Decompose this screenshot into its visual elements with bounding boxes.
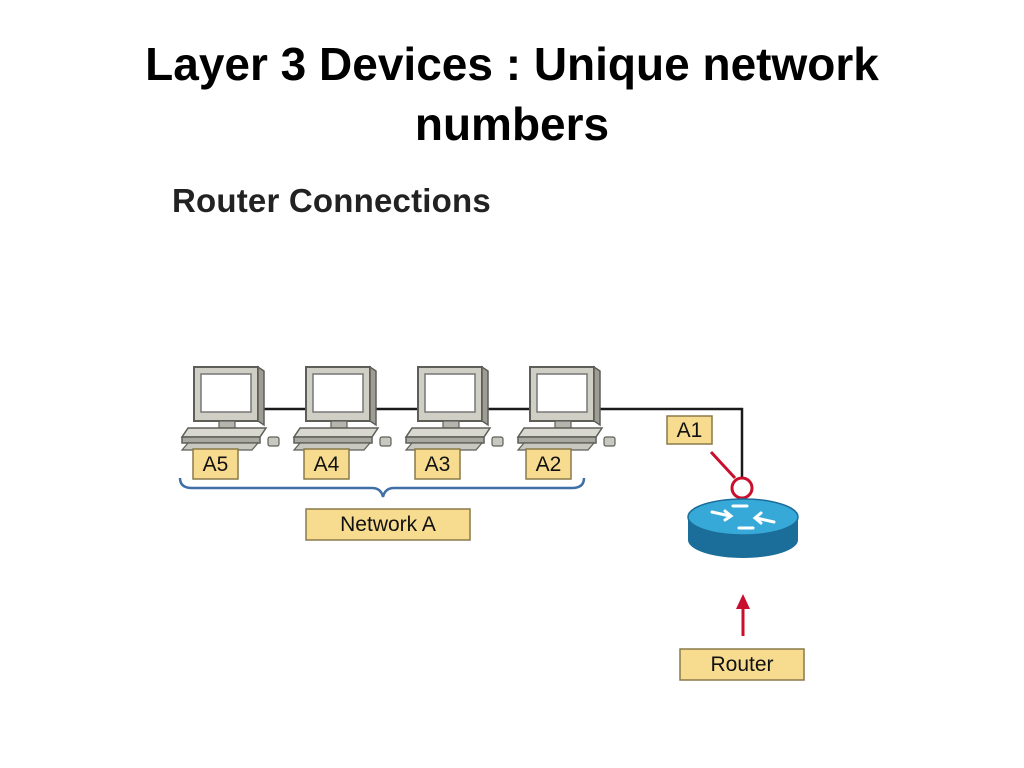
- host-label-a2: A2: [525, 448, 572, 480]
- svg-text:A3: A3: [425, 453, 451, 476]
- router-label: Router: [679, 648, 805, 681]
- router-pointer-arrow: [736, 594, 750, 636]
- desktop-computer-icon: [293, 366, 392, 451]
- network-label: Network A: [305, 508, 471, 541]
- desktop-computer-icon: [405, 366, 504, 451]
- router-interface-label: A1: [666, 415, 713, 445]
- svg-text:A2: A2: [536, 453, 562, 476]
- svg-text:Router: Router: [710, 653, 773, 676]
- host-label-a3: A3: [414, 448, 461, 480]
- network-brace: [178, 477, 586, 498]
- svg-text:A1: A1: [677, 419, 703, 442]
- desktop-computer-icon: [517, 366, 616, 451]
- svg-text:Network A: Network A: [340, 513, 436, 536]
- desktop-computer-icon: [181, 366, 280, 451]
- host-label-a5: A5: [192, 448, 239, 480]
- interface-highlight-circle: [730, 476, 754, 500]
- host-label-a4: A4: [303, 448, 350, 480]
- slide-title-line-1: Layer 3 Devices : Unique network: [145, 38, 879, 90]
- diagram-heading: Router Connections: [172, 182, 491, 219]
- svg-text:A4: A4: [314, 453, 340, 476]
- slide-title-line-2: numbers: [414, 98, 610, 150]
- router-icon: [687, 498, 799, 558]
- svg-text:A5: A5: [203, 453, 229, 476]
- slide-title: Layer 3 Devices : Unique network numbers: [60, 34, 964, 154]
- interface-pointer-line: [709, 450, 737, 480]
